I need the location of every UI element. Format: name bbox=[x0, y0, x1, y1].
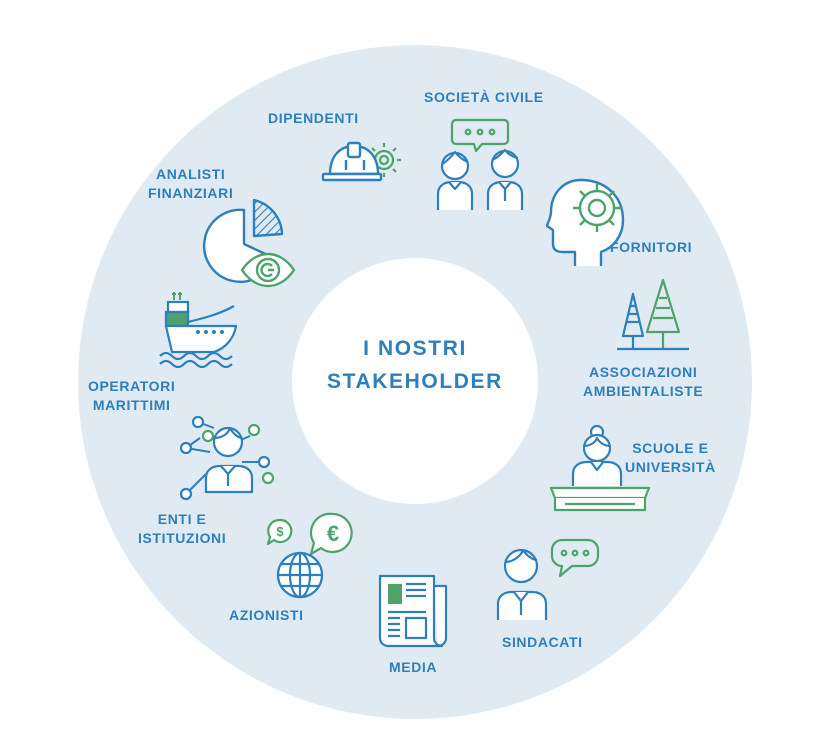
label-associazioni-line2: AMBIENTALISTE bbox=[583, 383, 704, 399]
label-associazioni: ASSOCIAZIONI AMBIENTALISTE bbox=[583, 363, 703, 401]
pie-chart-eye-icon bbox=[202, 198, 296, 288]
label-scuole: SCUOLE E UNIVERSITÀ bbox=[625, 439, 716, 477]
ship-icon bbox=[159, 292, 238, 368]
center-title-line2: STAKEHOLDER bbox=[327, 370, 503, 393]
label-azionisti: AZIONISTI bbox=[229, 607, 304, 623]
network-person-icon bbox=[179, 415, 275, 501]
hard-hat-gear-icon bbox=[321, 141, 401, 182]
head-gear-icon bbox=[545, 178, 625, 266]
people-chat-icon bbox=[436, 118, 524, 210]
label-media: MEDIA bbox=[389, 659, 438, 675]
teacher-desk-icon bbox=[549, 424, 651, 512]
label-dipendenti: DIPENDENTI bbox=[268, 110, 359, 126]
label-analisti-line1: ANALISTI bbox=[155, 166, 226, 182]
label-analisti: ANALISTI FINANZIARI bbox=[148, 165, 233, 203]
inner-circle bbox=[292, 258, 538, 504]
label-enti-line1: ENTI E bbox=[157, 511, 207, 527]
label-analisti-line2: FINANZIARI bbox=[148, 185, 234, 201]
label-fornitori: FORNITORI bbox=[610, 239, 693, 255]
label-societa-civile: SOCIETÀ CIVILE bbox=[424, 89, 544, 105]
label-scuole-line2: UNIVERSITÀ bbox=[625, 459, 716, 475]
newspaper-icon bbox=[378, 574, 448, 648]
euro-symbol: € bbox=[327, 521, 339, 546]
label-operatori: OPERATORI MARITTIMI bbox=[88, 377, 175, 415]
center-title: I NOSTRI STAKEHOLDER bbox=[295, 332, 535, 398]
center-title-line1: I NOSTRI bbox=[363, 337, 467, 360]
label-enti-line2: ISTITUZIONI bbox=[138, 530, 227, 546]
dollar-symbol: $ bbox=[276, 524, 284, 539]
label-scuole-line1: SCUOLE E bbox=[632, 440, 709, 456]
label-operatori-line2: MARITTIMI bbox=[92, 397, 171, 413]
label-operatori-line1: OPERATORI bbox=[88, 378, 176, 394]
label-associazioni-line1: ASSOCIAZIONI bbox=[589, 364, 698, 380]
photo-block bbox=[388, 584, 402, 604]
pie-slice-hatched bbox=[252, 198, 284, 238]
pine-trees-icon bbox=[617, 278, 689, 351]
label-enti: ENTI E ISTITUZIONI bbox=[138, 510, 226, 548]
label-sindacati: SINDACATI bbox=[502, 634, 583, 650]
person-speech-icon bbox=[496, 538, 600, 620]
globe-currency-icon: $ € bbox=[266, 512, 353, 599]
